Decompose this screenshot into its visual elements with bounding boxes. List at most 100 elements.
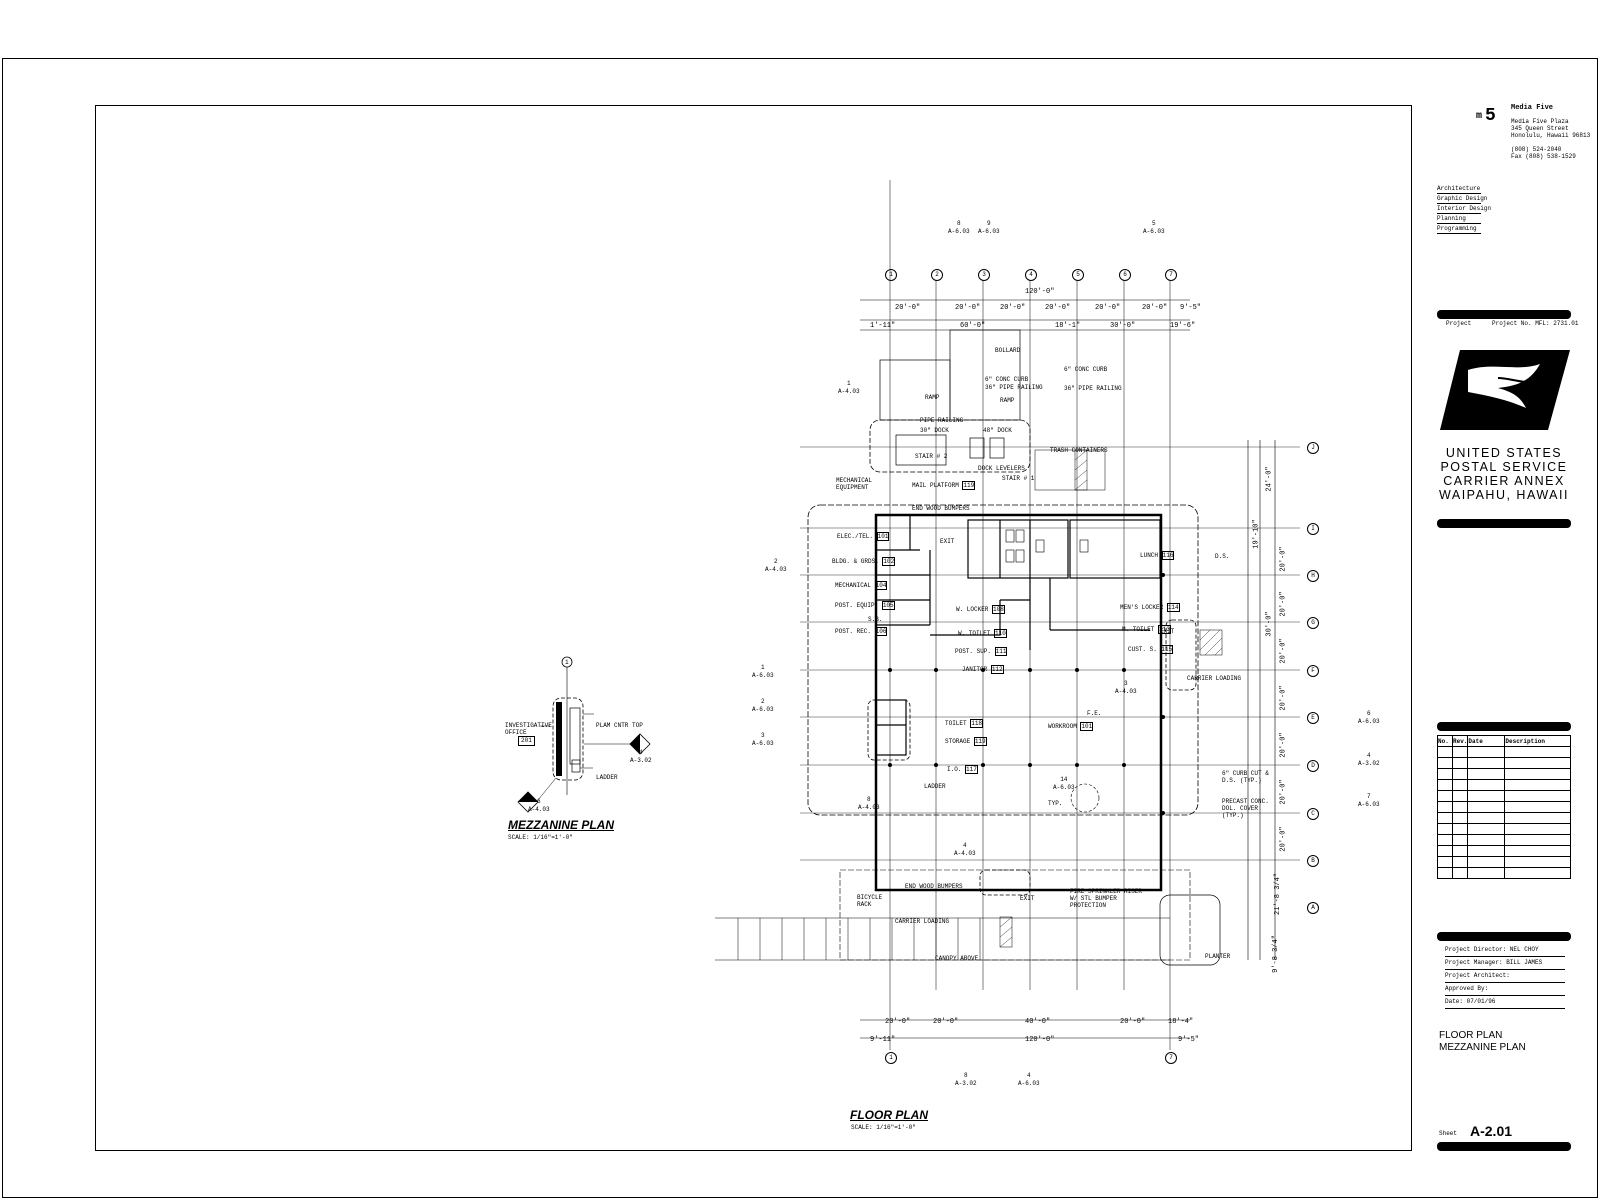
room-label: TOILET 118	[945, 719, 984, 728]
note: END WOOD BUMPERS	[905, 883, 963, 890]
revision-row	[1437, 790, 1571, 802]
dim-label: 20'-0"	[1279, 826, 1288, 852]
floor-plan-scale: SCALE: 1/16"=1'-0"	[851, 1124, 916, 1131]
grid-bubble: B	[1307, 855, 1319, 867]
note: D.S.	[1215, 553, 1230, 560]
sheet-number: A-2.01	[1470, 1123, 1513, 1139]
note: 6" CONC CURB	[1064, 366, 1108, 373]
credit-line: Project Architect:	[1445, 970, 1565, 983]
dim-label: 21'-8 3/4"	[1274, 872, 1283, 916]
grid-bubble: 6	[1119, 269, 1131, 281]
dim-label: 19'-6"	[1170, 322, 1196, 330]
grid-bubble: 4	[1025, 269, 1037, 281]
dim-label: 20'-0"	[1279, 685, 1288, 711]
note: CARRIER LOADING	[1187, 675, 1242, 682]
room-label: JANITOR 112	[962, 665, 1004, 674]
grid-bubble: C	[1307, 808, 1319, 820]
note: FIRE SPRINKLER RISER W/ STL BUMPER PROTE…	[1070, 888, 1143, 909]
mezz-room-number: 201	[518, 736, 535, 746]
note: STAIR # 1	[1002, 475, 1035, 482]
dim-label: 20'-0"	[1279, 546, 1288, 572]
grid-bubble: D	[1307, 760, 1319, 772]
dim-label: 24'-0"	[1265, 466, 1274, 492]
sheet-bottom-bar	[1437, 1142, 1571, 1151]
services-list: Architecture Graphic Design Interior Des…	[1437, 184, 1492, 234]
dim-label: 20'-0"	[1120, 1018, 1146, 1026]
drawing-frame	[95, 105, 1412, 1151]
credit-line: Approved By:	[1445, 983, 1565, 996]
project-label: Project	[1446, 320, 1472, 327]
project-title-line: POSTAL SERVICE	[1440, 460, 1568, 474]
project-title-line: CARRIER ANNEX	[1443, 474, 1565, 488]
service-item: Interior Design	[1437, 205, 1492, 214]
project-bar	[1437, 310, 1571, 319]
column-markers	[888, 573, 1165, 815]
note: 48" DOCK	[983, 427, 1012, 434]
revisions-header-row: No. Rev. Date Description	[1437, 735, 1571, 747]
credit-line: Project Director: NEL CHOY	[1445, 944, 1565, 957]
floor-plan-drawing	[715, 180, 1300, 1050]
note: 36" PIPE RAILING	[1064, 385, 1122, 392]
dim-label: 60'-0"	[960, 322, 986, 330]
note: CARRIER LOADING	[895, 918, 950, 925]
revisions-table: No. Rev. Date Description	[1437, 735, 1571, 879]
mezzanine-title: MEZZANINE PLAN	[508, 818, 614, 832]
mezzanine-drawing: 1	[517, 656, 651, 813]
grid-bubble: 3	[978, 269, 990, 281]
grid-bubble: J	[1307, 442, 1319, 454]
revision-row	[1437, 801, 1571, 813]
note: BOLLARD	[995, 347, 1021, 354]
dim-label: 18'-1"	[1055, 322, 1081, 330]
dim-label: 20'-0"	[1045, 304, 1071, 312]
credit-line: Project Manager: BILL JAMES	[1445, 957, 1565, 970]
mezz-note-countertop: PLAM CNTR TOP	[596, 722, 643, 729]
dim-label: 30'-0"	[1110, 322, 1136, 330]
grid-bubble: 2	[931, 269, 943, 281]
firm-phone: (808) 524-2040	[1511, 146, 1562, 153]
credit-line: Date: 07/01/96	[1445, 996, 1565, 1009]
project-title-block: UNITED STATES POSTAL SERVICE CARRIER ANN…	[1437, 446, 1571, 502]
grid-bubble: 5	[1072, 269, 1084, 281]
room-label: W. LOCKER 108	[956, 605, 1005, 614]
grid-bubble: H	[1307, 570, 1319, 582]
firm-fax: Fax (808) 538-1529	[1511, 153, 1576, 160]
service-item: Programming	[1437, 224, 1481, 234]
grid-bubble: F	[1307, 665, 1319, 677]
floor-plan-title: FLOOR PLAN	[850, 1108, 928, 1122]
note: 6" CONC CURB	[985, 376, 1029, 383]
dim-label: 40'-0"	[1025, 1018, 1051, 1026]
room-label: BLDG. & GRDS. 102	[832, 557, 896, 566]
credits-bar	[1437, 932, 1571, 941]
room-label: I.O. 117	[947, 765, 978, 774]
note: LADDER	[924, 783, 946, 790]
svg-text:m: m	[1476, 111, 1482, 122]
dim-label: 30'-0"	[1265, 611, 1274, 637]
revision-row	[1437, 823, 1571, 835]
dim-label: 20'-0"	[1279, 591, 1288, 617]
dim-label: 20'-0"	[955, 304, 981, 312]
grid-bubble: A	[1307, 902, 1319, 914]
dim-label: 20'-0"	[1095, 304, 1121, 312]
room-label: MAIL PLATFORM 119	[912, 481, 976, 490]
room-label: STORAGE 119	[945, 737, 987, 746]
room-label: POST. REC. 106	[835, 627, 888, 636]
note: S.B.	[868, 616, 883, 623]
dim-label: 19'-10"	[1252, 519, 1261, 549]
note: DOCK LEVELERS	[978, 465, 1025, 472]
note: CANOPY ABOVE	[935, 955, 979, 962]
dim-label: 20'-0"	[885, 1018, 911, 1026]
note: 30" DOCK	[920, 427, 949, 434]
note: MECHANICAL EQUIPMENT	[836, 477, 873, 491]
sheet-label: Sheet	[1439, 1130, 1458, 1137]
note: EXIT	[940, 538, 955, 545]
note: 6" CURB CUT & D.S. (TYP.)	[1222, 770, 1269, 784]
note: F.E.	[1087, 710, 1102, 717]
